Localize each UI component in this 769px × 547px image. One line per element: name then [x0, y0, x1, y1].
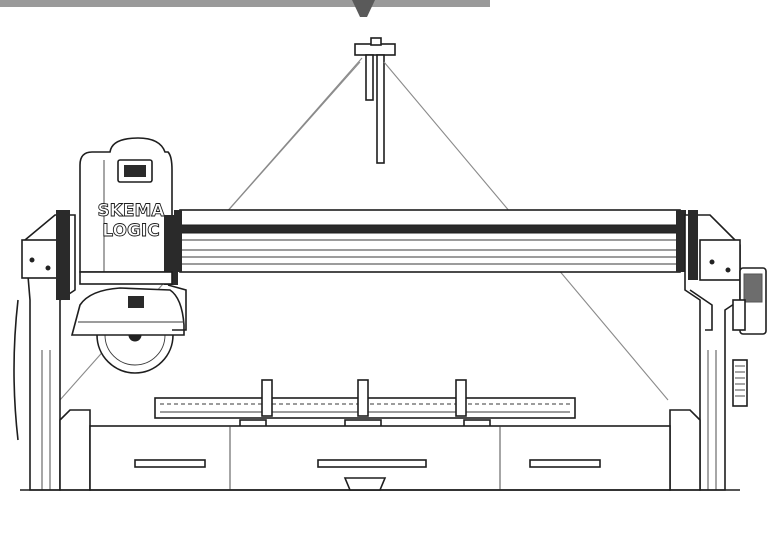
head-logo-line1: SKEMA: [97, 201, 165, 221]
overhead-laser-projector: [354, 37, 396, 164]
base-trough: [20, 409, 740, 491]
cutting-head: SKEMA LOGIC: [79, 137, 178, 285]
right-frame: [684, 210, 741, 491]
saw-blade-assembly: [70, 284, 187, 374]
head-logo-line2: LOGIC: [102, 221, 159, 241]
control-panel: [732, 267, 767, 407]
left-frame: [13, 210, 76, 491]
top-banner: [0, 0, 490, 17]
bridge-beam: [174, 209, 686, 273]
